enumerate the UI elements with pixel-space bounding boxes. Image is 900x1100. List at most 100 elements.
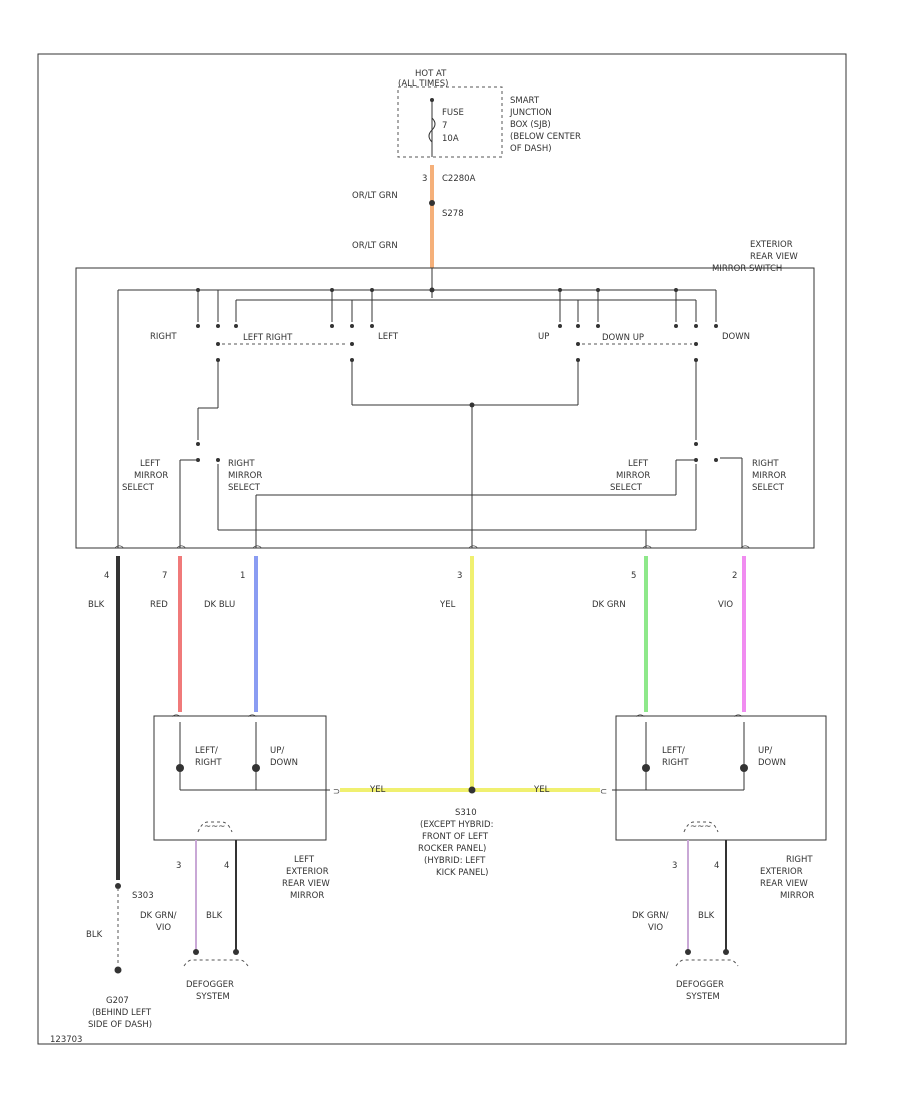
rm-defog-wire-a1: DK GRN/ — [632, 911, 669, 921]
lm-defog-system-2: SYSTEM — [196, 992, 230, 1002]
rm-motor1-1: LEFT/ — [662, 746, 685, 756]
fuse-top-dot — [430, 98, 434, 102]
connector-c2280a: C2280A — [442, 174, 476, 184]
wire-color-blk: BLK — [88, 600, 105, 610]
wire-color-red: RED — [150, 600, 168, 610]
lm-defog-wire-a1: DK GRN/ — [140, 911, 177, 921]
left-mirror-motor-ud-icon — [252, 764, 260, 772]
switch-title-2: REAR VIEW — [750, 252, 798, 262]
hot-at-label: HOT AT — [415, 69, 447, 79]
fuse-amp: 10A — [442, 134, 459, 144]
label-up: UP — [538, 332, 549, 342]
smart-junction-box — [397, 86, 503, 158]
wire-color-dkgrn: DK GRN — [592, 600, 626, 610]
lm-name-2: EXTERIOR — [286, 867, 329, 877]
rms-dot2 — [694, 458, 698, 462]
all-times-label: (ALL TIMES) — [398, 79, 448, 89]
lms-dot1 — [196, 442, 200, 446]
g207-label-1: G207 — [106, 996, 129, 1006]
right-mirror-box — [615, 715, 827, 841]
s310-label-5: (HYBRID: LEFT — [424, 856, 486, 866]
wire-color-lower: OR/LT GRN — [352, 241, 398, 251]
rms-left-label-1: RIGHT — [228, 459, 255, 469]
fuse-label: FUSE — [442, 108, 464, 118]
label-left-right: LEFT RIGHT — [243, 333, 293, 343]
rm-defog-dot-b — [723, 949, 729, 955]
wire-pin-3: 3 — [457, 571, 462, 581]
lm-conn-b: ⌒ — [248, 715, 257, 725]
switch-title-3: MIRROR SWITCH — [712, 264, 782, 274]
yel-left-label: YEL — [369, 785, 386, 795]
rm-defog-wire-a2: VIO — [648, 923, 663, 933]
yel-right-label: YEL — [533, 785, 550, 795]
s310-label-6: KICK PANEL) — [436, 868, 488, 878]
fuse-number: 7 — [442, 121, 447, 131]
svg-text:⌒: ⌒ — [253, 546, 262, 556]
g207-label-3: SIDE OF DASH) — [88, 1020, 152, 1030]
lm-name-3: REAR VIEW — [282, 879, 330, 889]
wire-color-vio: VIO — [718, 600, 733, 610]
label-right: RIGHT — [150, 332, 177, 342]
left-mirror-motor-lr-icon — [176, 764, 184, 772]
jb-label-2: JUNCTION — [509, 108, 552, 118]
s310-label-2: (EXCEPT HYBRID: — [420, 820, 493, 830]
splice-s278-dot — [429, 200, 435, 206]
rm-defog-system-2: SYSTEM — [686, 992, 720, 1002]
lms-right-label-1: LEFT — [628, 459, 649, 469]
svg-text:⌒: ⌒ — [177, 546, 186, 556]
wire-pin-2: 2 — [732, 571, 737, 581]
rms-left-label-2: MIRROR — [228, 471, 262, 481]
rm-motor1-2: RIGHT — [662, 758, 689, 768]
lms-label-2: MIRROR — [134, 471, 168, 481]
mirror-switch-box — [75, 267, 815, 549]
rm-defog-pin-a: 3 — [672, 861, 677, 871]
lms-dot2 — [196, 458, 200, 462]
fuse-icon — [428, 117, 436, 143]
ground-g207-icon — [114, 966, 122, 974]
svg-text:⌒: ⌒ — [115, 546, 124, 556]
lm-heater-glyph: ~~~ — [204, 822, 225, 832]
wire-color-dkblu: DK BLU — [204, 600, 235, 610]
lm-motor1-1: LEFT/ — [195, 746, 218, 756]
diagram-frame — [37, 53, 847, 1045]
rm-name-2: EXTERIOR — [760, 867, 803, 877]
rm-defog-pin-b: 4 — [714, 861, 719, 871]
svg-text:⌒: ⌒ — [469, 546, 478, 556]
rm-heater-glyph: ~~~ — [690, 822, 711, 832]
jb-label-5: OF DASH) — [510, 144, 552, 154]
left-defog-heater-icon — [197, 821, 233, 833]
lm-conn-a: ⌒ — [172, 715, 181, 725]
lm-name-1: LEFT — [294, 855, 315, 865]
lm-defog-dot-b — [233, 949, 239, 955]
lm-motor2-1: UP/ — [270, 746, 284, 756]
label-left: LEFT — [378, 332, 399, 342]
lm-defog-wire-a2: VIO — [156, 923, 171, 933]
rm-defog-dot-a — [685, 949, 691, 955]
g207-label-2: (BEHIND LEFT — [92, 1008, 152, 1018]
splice-s278: S278 — [442, 209, 464, 219]
rms-label-1: RIGHT — [752, 459, 779, 469]
lm-motor2-2: DOWN — [270, 758, 298, 768]
switch-title-1: EXTERIOR — [750, 240, 793, 250]
lm-defog-bracket — [183, 959, 249, 967]
rm-defog-bracket — [675, 959, 739, 967]
wire-color-yel: YEL — [439, 600, 456, 610]
rm-conn-b: ⌒ — [734, 715, 743, 725]
lm-conn-c: ⊃ — [333, 787, 340, 797]
lm-defog-pin-a: 3 — [176, 861, 181, 871]
rm-name-3: REAR VIEW — [760, 879, 808, 889]
lms-dot3 — [216, 458, 220, 462]
rm-conn-c: ⊂ — [600, 787, 607, 797]
rm-defog-wire-b: BLK — [698, 911, 715, 921]
jb-label-1: SMART — [510, 96, 540, 106]
ground-wire-color: BLK — [86, 930, 103, 940]
left-mirror-box — [153, 715, 327, 841]
rms-left-label-3: SELECT — [228, 483, 261, 493]
wire-pin-1: 1 — [240, 571, 245, 581]
rm-defog-system-1: DEFOGGER — [676, 980, 724, 990]
jb-label-3: BOX (SJB) — [510, 120, 551, 130]
right-defog-heater-icon — [683, 821, 719, 833]
rms-dot3 — [714, 458, 718, 462]
wire-pin-5: 5 — [631, 571, 636, 581]
